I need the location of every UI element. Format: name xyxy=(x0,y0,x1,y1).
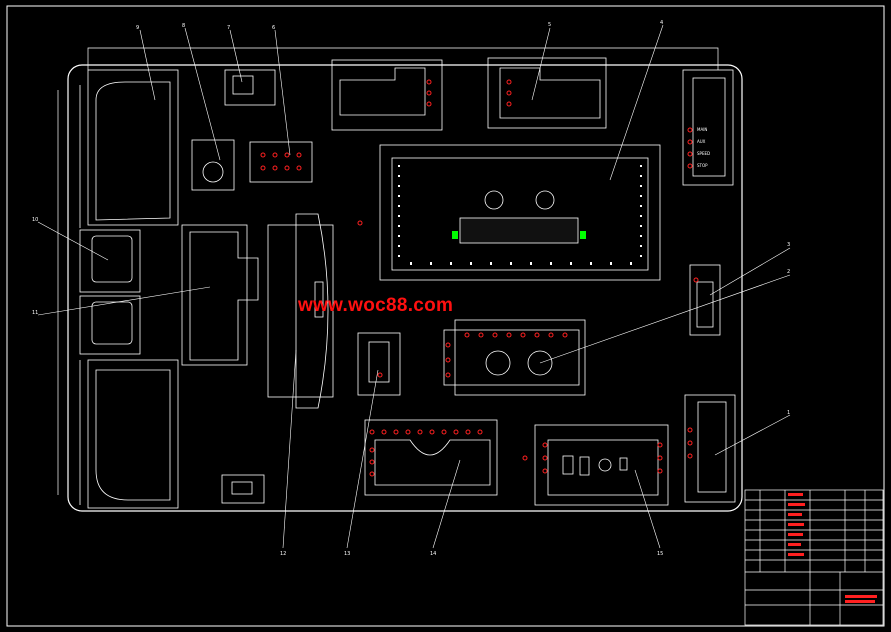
balloon-8: 8 xyxy=(182,23,185,29)
channel-label-main: MAIN xyxy=(697,127,707,132)
leader-lines xyxy=(37,24,791,549)
channel-label-group: MAIN AUX SPEED STOP xyxy=(697,127,710,168)
balloon-13: 13 xyxy=(344,551,350,557)
module-left-small-1 xyxy=(79,229,141,293)
balloon-14: 14 xyxy=(430,551,436,557)
drawing-frame xyxy=(6,5,885,627)
watermark-text: www.woc88.com xyxy=(298,295,454,316)
balloon-6: 6 xyxy=(272,25,275,31)
module-left-small-2 xyxy=(79,295,141,355)
module-bottom-center xyxy=(364,419,498,496)
balloon-3: 3 xyxy=(787,242,790,248)
balloon-group: 1 2 3 4 5 6 7 8 9 10 11 12 13 14 15 xyxy=(32,20,790,557)
module-led-row xyxy=(249,141,313,183)
panel-top-dimension-line xyxy=(87,47,719,70)
module-tall-display xyxy=(267,213,334,409)
channel-label-speed: SPEED xyxy=(697,151,710,156)
balloon-7: 7 xyxy=(227,25,230,31)
module-right-middle xyxy=(689,264,721,336)
pcb-pins xyxy=(398,165,642,265)
balloon-11: 11 xyxy=(32,310,38,316)
red-holes xyxy=(260,79,699,477)
module-switch xyxy=(357,332,401,396)
balloon-1: 1 xyxy=(787,410,790,416)
balloon-2: 2 xyxy=(787,269,790,275)
module-small-bottom xyxy=(221,474,265,504)
balloon-9: 9 xyxy=(136,25,139,31)
balloon-12: 12 xyxy=(280,551,286,557)
pcb-green-pads xyxy=(452,231,586,239)
title-block-red-entries xyxy=(788,493,877,603)
channel-label-aux: AUX xyxy=(697,139,706,144)
balloon-15: 15 xyxy=(657,551,663,557)
module-center-knobs xyxy=(443,319,586,396)
module-top-left xyxy=(79,69,179,228)
module-right-top xyxy=(682,69,734,186)
module-center-left xyxy=(181,224,259,366)
module-bottom-right xyxy=(534,424,669,506)
module-bottom-left xyxy=(79,359,179,509)
module-top-small-1 xyxy=(191,69,276,191)
module-top-center xyxy=(331,59,443,131)
title-block xyxy=(744,489,884,626)
balloon-4: 4 xyxy=(660,20,663,26)
balloon-10: 10 xyxy=(32,217,38,223)
module-main-pcb xyxy=(379,144,661,281)
channel-label-stop: STOP xyxy=(697,163,708,168)
module-top-right xyxy=(487,57,607,129)
module-right-bottom xyxy=(684,394,736,503)
balloon-5: 5 xyxy=(548,22,551,28)
panel-outline xyxy=(67,64,743,512)
